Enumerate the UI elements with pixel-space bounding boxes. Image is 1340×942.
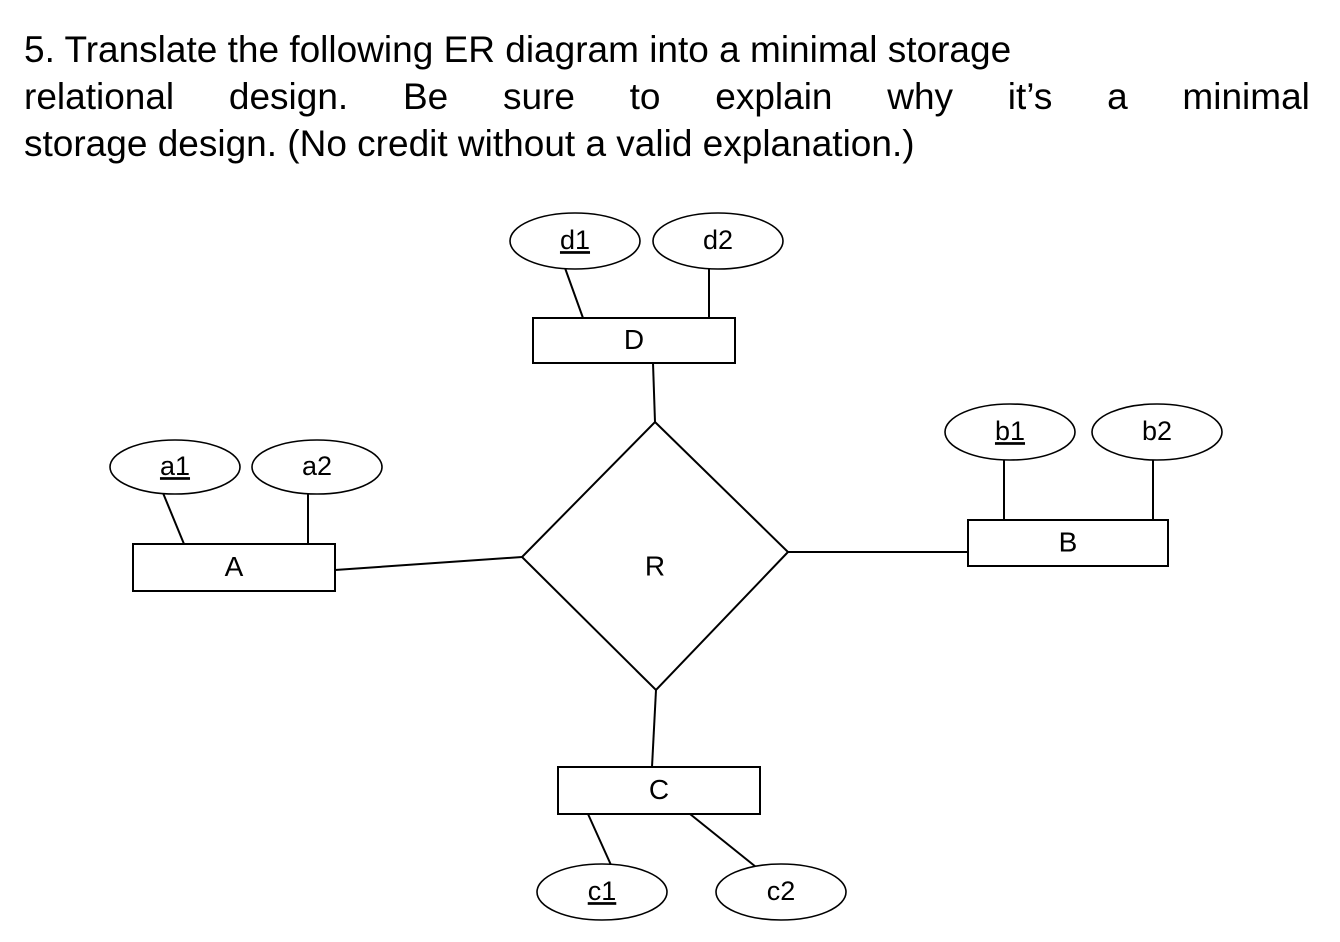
question-line-2-word: explain [715,76,833,117]
question-line-2-word: sure [502,76,575,117]
question-line-2: relational design. Be sure to explain wh… [24,73,1310,120]
attribute-a1[interactable]: a1 [109,439,241,495]
edge-a-r [334,556,523,571]
entity-c-box [557,766,761,815]
edge-d-r [652,362,656,423]
entity-b-label: B [1059,526,1078,557]
question-line-2-word: design. [228,76,349,117]
question-line-2-word: a [1107,76,1128,117]
attribute-c2[interactable]: c2 [715,863,847,921]
attribute-c1-ellipse [536,863,668,921]
entity-d-box [532,317,736,364]
edge-d1-d [564,267,584,319]
attribute-b2-label: b2 [1142,416,1172,446]
edge-c-c2 [689,813,757,868]
question-line-2-word: it’s [1007,76,1053,117]
question-line-2-word: Be [402,76,449,117]
entity-b[interactable]: B [967,519,1169,567]
relationship-diamond-shape [520,420,790,692]
attribute-c2-ellipse [715,863,847,921]
attribute-d1[interactable]: d1 [509,212,641,270]
attribute-b2-ellipse [1091,403,1223,461]
entity-b-box [967,519,1169,567]
attribute-b1-ellipse [944,403,1076,461]
attribute-b2[interactable]: b2 [1091,403,1223,461]
question-line-2-word: relational [24,76,175,117]
question-line-2-word: minimal [1182,76,1310,117]
attribute-c2-label: c2 [767,876,796,906]
attribute-d2-ellipse [652,212,784,270]
entity-c-label: C [649,774,669,805]
attribute-b1[interactable]: b1 [944,403,1076,461]
attribute-a1-label: a1 [160,451,190,481]
question-line-3: storage design. (No credit without a val… [24,123,915,164]
attribute-d1-ellipse [509,212,641,270]
question-line-1: 5. Translate the following ER diagram in… [24,29,1012,70]
question-line-2-word: why [887,76,954,117]
entity-a[interactable]: A [132,543,336,592]
entity-d-label: D [624,324,644,355]
edge-a1-a [162,492,185,545]
attribute-d2[interactable]: d2 [652,212,784,270]
edge-c-r [651,689,657,768]
entity-a-label: A [225,551,244,582]
attribute-c1-label: c1 [588,876,617,906]
attribute-d1-label: d1 [560,225,590,255]
entity-d[interactable]: D [532,317,736,364]
edges-layer [162,267,1154,868]
entity-c[interactable]: C [557,766,761,815]
attribute-b1-label: b1 [995,416,1025,446]
relationship-label: R [645,550,665,581]
attribute-a2-ellipse [251,439,383,495]
attribute-a2[interactable]: a2 [251,439,383,495]
question-line-2-word: to [629,76,661,117]
edge-c-c1 [587,813,612,866]
entity-a-box [132,543,336,592]
relationship-r[interactable]: R [520,420,790,692]
attribute-d2-label: d2 [703,225,733,255]
attribute-a2-label: a2 [302,451,332,481]
attribute-a1-ellipse [109,439,241,495]
question-text: 5. Translate the following ER diagram in… [24,26,1310,167]
attribute-c1[interactable]: c1 [536,863,668,921]
